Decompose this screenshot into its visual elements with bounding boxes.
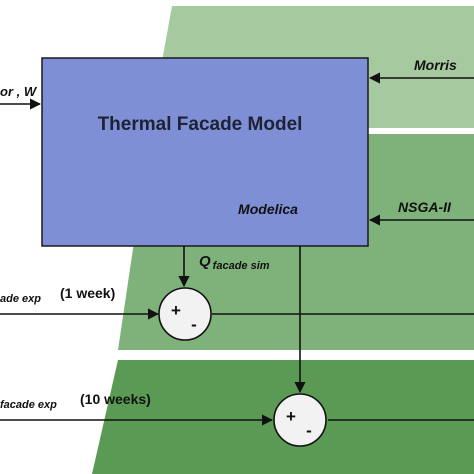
exp10-subscript: facade exp — [0, 399, 57, 411]
exp1-note: (1 week) — [60, 285, 115, 301]
morris-label: Morris — [414, 57, 457, 73]
q-sim-symbol: Q — [199, 253, 211, 270]
sum1-junction — [158, 287, 212, 341]
sum2-junction — [273, 393, 327, 447]
sum1-plus: + — [171, 301, 181, 320]
exp10-note: (10 weeks) — [80, 391, 151, 407]
model-tool-label: Modelica — [238, 201, 298, 217]
exp1-subscript: ade exp — [0, 293, 41, 305]
thermal-facade-model-block — [41, 57, 369, 247]
nsga-label: NSGA-II — [398, 199, 452, 215]
input-label-left: or , W — [0, 84, 38, 99]
sum1-minus: - — [191, 315, 197, 334]
sum2-plus: + — [286, 407, 296, 426]
sum2-minus: - — [306, 421, 312, 440]
q-sim-subscript: facade sim — [213, 260, 270, 272]
model-title: Thermal Facade Model — [98, 114, 303, 135]
